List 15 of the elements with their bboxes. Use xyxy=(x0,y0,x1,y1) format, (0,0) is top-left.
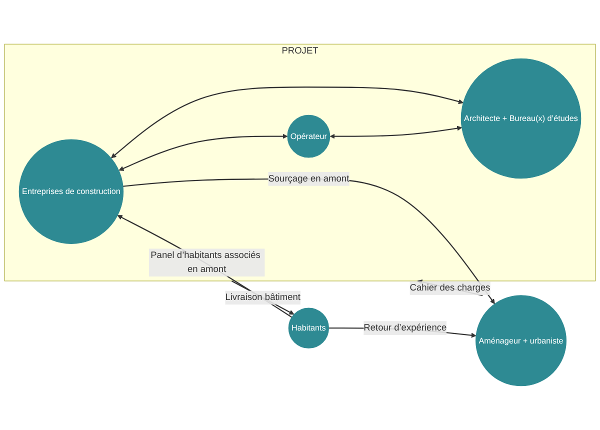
edge-label: Sourçage en amont xyxy=(268,174,350,184)
node-circle: Architecte + Bureau(x) d’études xyxy=(460,58,582,179)
node-circle: Habitants xyxy=(288,308,330,348)
arrow xyxy=(118,134,288,171)
arrow xyxy=(122,178,495,304)
node-circle: Aménageur + urbaniste xyxy=(476,295,566,386)
edge-label: Cahier des charges xyxy=(410,283,490,293)
node-circle: Entreprises de construction xyxy=(18,139,124,244)
arrow xyxy=(330,126,462,139)
arrow xyxy=(117,215,292,318)
edge-label: Livraison bâtiment xyxy=(225,292,300,302)
edge-label: Panel d’habitants associés en amont xyxy=(150,250,260,274)
edge-label: Retour d’expérience xyxy=(364,322,447,333)
node-circle: Opérateur xyxy=(287,114,330,158)
arrow xyxy=(111,86,464,158)
